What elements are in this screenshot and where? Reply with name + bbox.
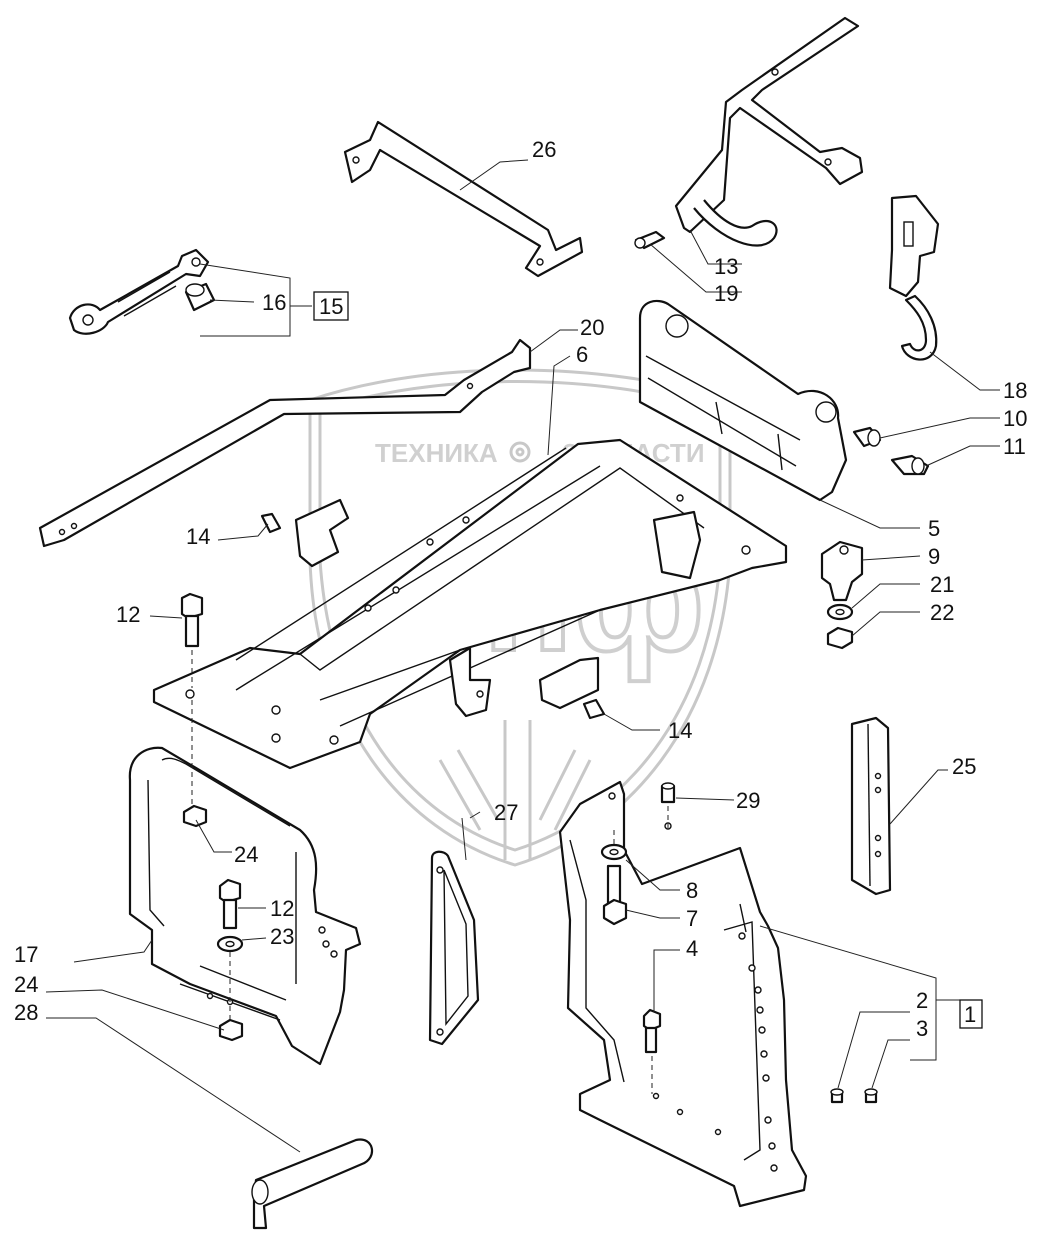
bolt-7 [602, 830, 628, 926]
part-side-bracket-17 [128, 700, 362, 1066]
rubber-stop-9 [820, 540, 864, 602]
washer-23 [216, 935, 244, 1022]
washer-21 [826, 603, 854, 621]
callout-20: 20 [580, 315, 604, 340]
callout-12-top: 12 [116, 602, 140, 627]
callout-12-lower: 12 [270, 896, 294, 921]
callout-26: 26 [532, 137, 556, 162]
callout-23: 23 [270, 924, 294, 949]
spacer-10 [852, 426, 882, 448]
part-rubber-strip-28 [251, 1138, 373, 1230]
callout-box-15 [313, 291, 349, 321]
callout-8: 8 [686, 878, 698, 903]
callout-10: 10 [1003, 406, 1027, 431]
part-frame-leg-1 [558, 780, 808, 1208]
callout-27: 27 [494, 800, 518, 825]
callout-24-bottom: 24 [14, 972, 38, 997]
callout-16: 16 [262, 290, 286, 315]
callout-6: 6 [576, 342, 588, 367]
washer-8 [600, 843, 628, 861]
bolt-11 [890, 454, 930, 476]
callout-21: 21 [930, 572, 954, 597]
part-handle-bar-26 [343, 120, 584, 278]
callout-labels: 26 13 19 16 15 18 20 6 10 11 14 5 9 12 2… [14, 137, 1027, 1041]
pin-29 [660, 782, 676, 828]
callout-box-1 [959, 999, 983, 1029]
callout-15: 15 [319, 294, 343, 319]
part-handle-27 [428, 850, 480, 1046]
callout-25: 25 [952, 754, 976, 779]
part-main-frame-6 [152, 438, 788, 770]
part-strut-15 [68, 248, 210, 335]
part-latch-18 [888, 194, 940, 361]
nut-24-bottom [218, 1018, 244, 1042]
callout-2: 2 [916, 988, 928, 1013]
callout-14-bottom: 14 [668, 718, 692, 743]
callout-7: 7 [686, 906, 698, 931]
callout-14-top: 14 [186, 524, 210, 549]
bolt-12-lower [218, 878, 242, 930]
callout-22: 22 [930, 600, 954, 625]
callout-29: 29 [736, 788, 760, 813]
callout-19: 19 [714, 281, 738, 306]
callout-4: 4 [686, 936, 698, 961]
callout-9: 9 [928, 544, 940, 569]
screw-3 [864, 1088, 878, 1104]
screw-19 [634, 230, 666, 250]
grease-fitting-14-top [260, 512, 282, 534]
callout-3: 3 [916, 1016, 928, 1041]
callout-13: 13 [714, 254, 738, 279]
nut-22 [826, 626, 854, 650]
callout-5: 5 [928, 516, 940, 541]
callout-17: 17 [14, 942, 38, 967]
callout-1: 1 [964, 1002, 976, 1027]
part-bracket-13 [674, 16, 864, 247]
part-long-bar-20 [38, 338, 532, 548]
screw-2 [830, 1088, 844, 1104]
bolt-12-top [180, 592, 204, 688]
part-crossbar-5 [638, 299, 848, 502]
callout-28: 28 [14, 1000, 38, 1025]
watermark-gear-icon [509, 441, 531, 463]
grease-fitting-14-bottom [582, 698, 606, 720]
part-bushing-16 [184, 282, 216, 312]
callout-24-top: 24 [234, 842, 258, 867]
part-angle-25 [850, 716, 892, 896]
leader-lines [45, 159, 1000, 1153]
callout-11: 11 [1003, 434, 1026, 459]
nut-24-top [182, 804, 208, 828]
watermark-wheat-icon [438, 720, 592, 860]
bolt-4 [642, 1008, 662, 1094]
watermark-left-word: ТЕХНИКА [375, 438, 498, 468]
callout-18: 18 [1003, 378, 1027, 403]
